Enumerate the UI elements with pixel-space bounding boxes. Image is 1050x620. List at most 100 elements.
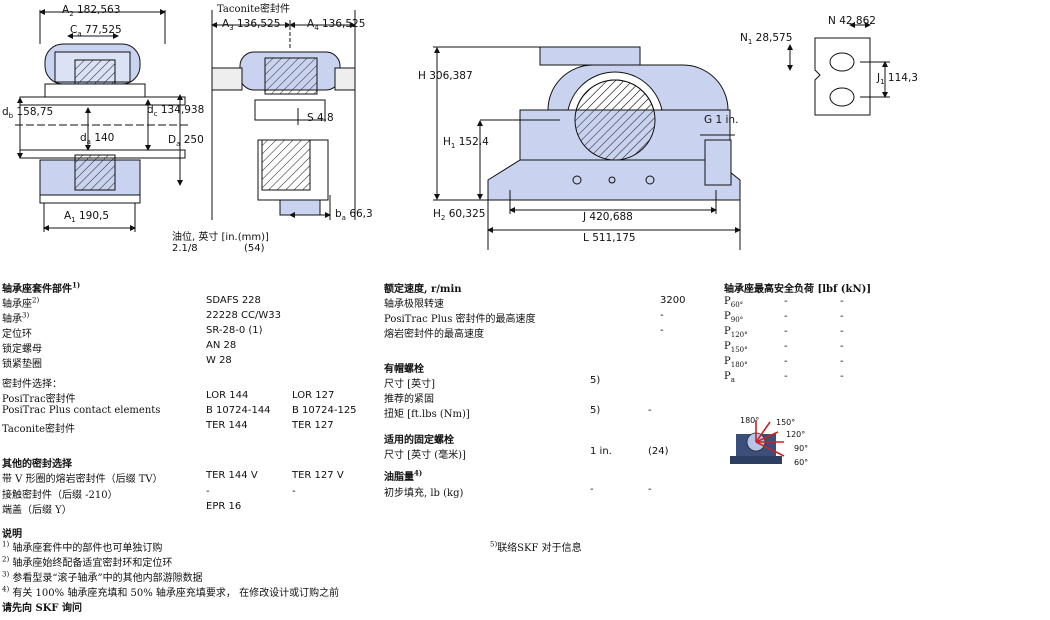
note-item: 1) 轴承座套件中的部件也可单独订购	[2, 540, 163, 554]
dim-ca: Ca 77,525	[70, 24, 122, 39]
load-label: Pa	[724, 371, 735, 384]
dim-s: S 4,8	[307, 112, 334, 124]
grease-v1: -	[590, 484, 594, 495]
load-v1: -	[784, 296, 788, 307]
load-v1: -	[784, 311, 788, 322]
dim-n1: N1 28,575	[740, 32, 793, 47]
cap-label: 推荐的紧固	[384, 394, 434, 405]
load-v2: -	[840, 311, 844, 322]
notes-heading: 说明	[2, 529, 22, 540]
speed-value: -	[660, 325, 664, 336]
speed-value: 3200	[660, 295, 686, 306]
other-seal-label: 带 V 形圈的熔岩密封件（后缀 TV）	[2, 474, 163, 485]
dim-j: J 420,688	[583, 211, 633, 223]
cap-label: 扭矩 [ft.lbs (Nm)]	[384, 409, 470, 420]
cap-bolt-heading: 有帽螺栓	[384, 364, 424, 375]
speed-label: 轴承极限转速	[384, 299, 444, 310]
seal-heading: 密封件选择：	[2, 379, 62, 390]
seal-v2: TER 127	[292, 420, 334, 431]
seal-label: Taconite密封件	[2, 424, 76, 435]
other-seal-v2: -	[292, 486, 296, 497]
cap-label: 尺寸 [英寸]	[384, 379, 435, 390]
dim-a1: A1 190,5	[64, 210, 110, 225]
speed-heading: 额定速度, r/min	[384, 284, 462, 295]
load-label: P90°	[724, 311, 744, 324]
cap-v2: -	[648, 405, 652, 416]
part-label: 锁定螺母	[2, 344, 42, 355]
dim-a4: A4 136,525	[307, 18, 366, 33]
oil-level-mm: (54)	[244, 243, 265, 254]
dim-db: db 158,75	[2, 106, 54, 121]
other-seal-v1: -	[206, 486, 210, 497]
load-v2: -	[840, 341, 844, 352]
load-v2: -	[840, 371, 844, 382]
dim-a2: A2 182,563	[62, 4, 121, 19]
dim-j1: J1 114,3	[877, 72, 918, 87]
grease-heading: 油脂量4)	[384, 468, 423, 483]
dim-l: L 511,175	[583, 232, 636, 244]
load-v1: -	[784, 371, 788, 382]
load-label: P180°	[724, 356, 748, 369]
dim-da-cap: Da 250	[168, 134, 204, 149]
seal-label: PosiTrac密封件	[2, 394, 76, 405]
load-v2: -	[840, 296, 844, 307]
note-item: 2) 轴承座始终配备适宜密封环和定位环	[2, 555, 173, 569]
speed-label: 熔岩密封件的最高速度	[384, 329, 484, 340]
other-seal-v1: TER 144 V	[206, 470, 258, 481]
angle-label: 150°	[776, 418, 796, 427]
seal-v1: TER 144	[206, 420, 248, 431]
load-label: P120°	[724, 326, 748, 339]
fix-v2: (24)	[648, 446, 669, 457]
part-value: 22228 CC/W33	[206, 310, 281, 321]
other-seal-heading: 其他的密封选择	[2, 459, 72, 470]
note-5: 5)联络SKF 对于信息	[490, 540, 582, 554]
angle-label: 180°	[740, 416, 760, 425]
load-v1: -	[784, 326, 788, 337]
dim-dc: dc 134,938	[147, 104, 205, 119]
angle-label: 60°	[794, 458, 809, 467]
part-value: AN 28	[206, 340, 237, 351]
oil-level-label: 油位, 英寸 [in.(mm)]	[172, 232, 269, 243]
dim-g: G 1 in.	[704, 114, 739, 126]
other-seal-v2: TER 127 V	[292, 470, 344, 481]
load-v2: -	[840, 326, 844, 337]
kit-heading: 轴承座套件部件1)	[2, 280, 81, 295]
angle-label: 90°	[794, 444, 809, 453]
dim-h1: H1 152,4	[443, 136, 489, 151]
dim-da: da 140	[80, 132, 115, 147]
cap-v1: 5)	[590, 375, 601, 386]
middle-section-view	[211, 10, 356, 220]
taconite-label: Taconite密封件	[217, 4, 291, 15]
part-value: SR-28-0 (1)	[206, 325, 263, 336]
dim-n: N 42,862	[828, 15, 876, 27]
part-label: 轴承3)	[2, 311, 30, 325]
grease-label: 初步填充, lb (kg)	[384, 488, 464, 499]
angle-label: 120°	[786, 430, 806, 439]
part-label: 锁紧垫圈	[2, 359, 42, 370]
oil-level-inch: 2.1/8	[172, 243, 198, 254]
seal-v1: LOR 144	[206, 390, 249, 401]
part-label: 轴承座2)	[2, 296, 40, 310]
technical-drawings	[15, 9, 890, 250]
load-label: P60°	[724, 296, 744, 309]
side-view	[787, 22, 890, 116]
fix-label: 尺寸 [英寸 (毫米)]	[384, 450, 466, 461]
other-seal-v1: EPR 16	[206, 501, 242, 512]
dim-ba: ba 66,3	[335, 208, 373, 223]
seal-v1: B 10724-144	[206, 405, 271, 416]
notes-footer: 请先向 SKF 询问	[2, 603, 82, 614]
load-heading: 轴承座最高安全负荷 [lbf (kN)]	[724, 284, 872, 295]
load-v1: -	[784, 356, 788, 367]
grease-v2: -	[648, 484, 652, 495]
other-seal-label: 端盖（后缀 Y）	[2, 505, 72, 516]
load-v1: -	[784, 341, 788, 352]
load-label: P150°	[724, 341, 748, 354]
part-value: W 28	[206, 355, 232, 366]
note-item: 3) 参看型录“滚子轴承”中的其他内部游隙数据	[2, 570, 203, 584]
dim-h2: H2 60,325	[433, 208, 486, 223]
dim-a3: A3 136,525	[222, 18, 281, 33]
seal-label: PosiTrac Plus contact elements	[2, 405, 161, 416]
part-label: 定位环	[2, 329, 32, 340]
fix-v1: 1 in.	[590, 446, 612, 457]
seal-v2: LOR 127	[292, 390, 335, 401]
